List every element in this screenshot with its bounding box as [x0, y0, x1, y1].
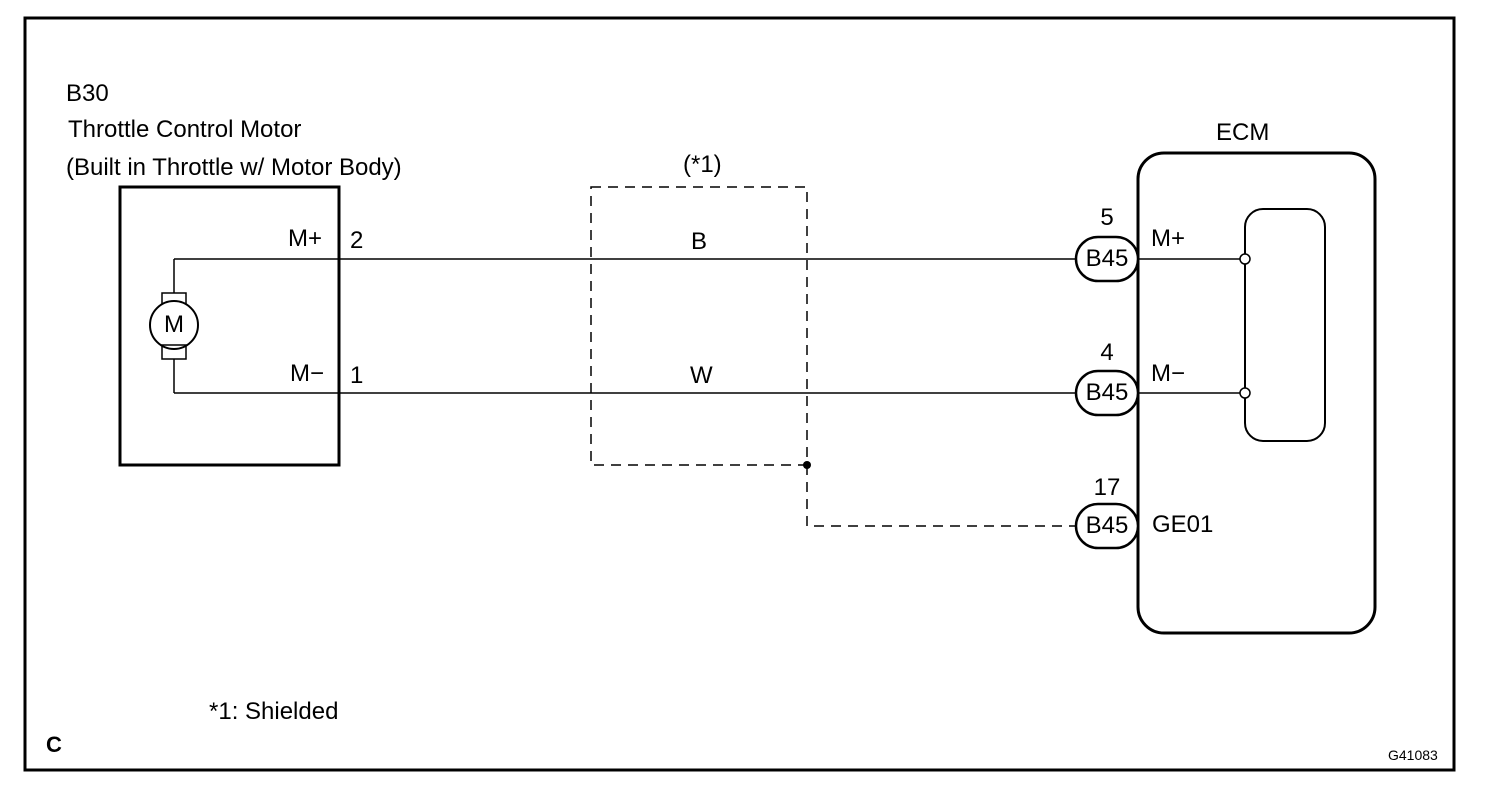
ecm-pin-number-4: 4	[1100, 339, 1114, 366]
component-name: Throttle Control Motor	[68, 116, 302, 143]
ecm-terminal-mplus	[1239, 253, 1251, 265]
component-detail: (Built in Throttle w/ Motor Body)	[66, 154, 402, 181]
pin-label-mminus: M−	[290, 360, 325, 387]
ecm-internal-block	[1244, 208, 1326, 442]
ecm-terminal-label-mminus: M−	[1151, 360, 1186, 387]
wire-color-w: W	[690, 362, 713, 389]
wire-color-b: B	[691, 228, 708, 255]
footnote: *1: Shielded	[209, 698, 339, 725]
connector-oval-pin4	[1074, 369, 1140, 417]
ecm-pin-number-17: 17	[1093, 474, 1121, 501]
pin-number-1: 1	[350, 362, 364, 389]
ecm-terminal-label-ge01: GE01	[1152, 511, 1214, 538]
motor-symbol	[149, 258, 339, 394]
ecm-terminal-mminus	[1239, 387, 1251, 399]
ecm-terminal-label-mplus: M+	[1151, 225, 1186, 252]
component-code: B30	[66, 80, 109, 107]
corner-letter: C	[46, 732, 62, 757]
pin-label-mplus: M+	[288, 225, 323, 252]
pin-number-2: 2	[350, 227, 364, 254]
connector-code-pin4: B45	[1085, 379, 1129, 406]
motor-component-box	[118, 185, 341, 467]
connector-oval-pin5	[1074, 235, 1140, 283]
connector-oval-pin17	[1074, 502, 1140, 550]
figure-code: G41083	[1388, 747, 1438, 763]
connector-code-pin17: B45	[1085, 512, 1129, 539]
diagram-frame	[23, 16, 1456, 772]
connector-code-pin5: B45	[1085, 245, 1129, 272]
motor-symbol-label: M	[164, 311, 184, 338]
shield-label: (*1)	[683, 151, 722, 178]
ecm-title: ECM	[1216, 119, 1270, 146]
ecm-pin-number-5: 5	[1100, 204, 1114, 231]
shield-drain-wire	[806, 465, 1076, 527]
shield-box	[590, 186, 808, 466]
